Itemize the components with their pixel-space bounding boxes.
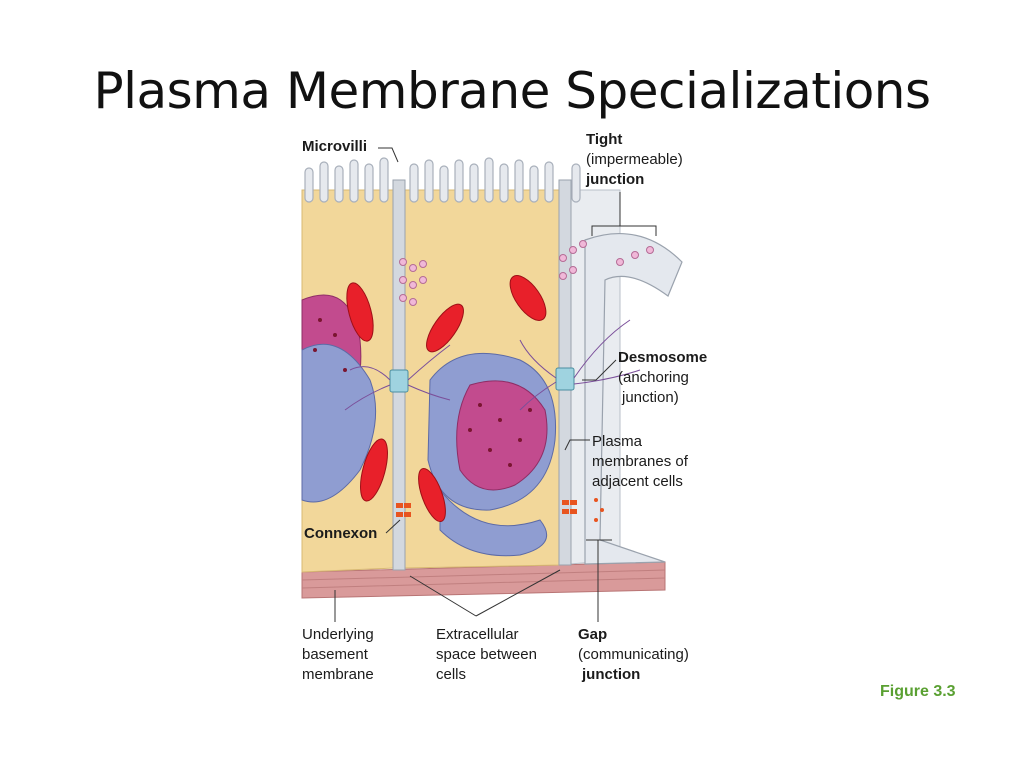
label-gap-line2: (communicating) [578, 646, 689, 663]
connexons [396, 498, 604, 522]
label-plasma-line2: membranes of [592, 453, 688, 470]
desmosome-filaments [344, 319, 641, 411]
label-connexon: Connexon [304, 525, 378, 542]
desmosomes [389, 367, 575, 393]
label-plasma-line1: Plasma [592, 433, 643, 450]
page-title: Plasma Membrane Specializations [93, 62, 931, 120]
label-microvilli: Microvilli [302, 138, 368, 155]
label-plasma-line3: adjacent cells [592, 473, 683, 490]
mitochondria [346, 275, 547, 523]
label-tight-line2: (impermeable) [586, 151, 683, 168]
figure-label: Figure 3.3 [880, 683, 956, 700]
label-gap-line3: junction [582, 666, 641, 683]
basement-stripes [301, 569, 666, 589]
label-desmosome-line3: junction) [622, 389, 679, 406]
label-desmosome-line1: Desmosome [618, 349, 708, 366]
microvilli [304, 157, 581, 203]
label-basement-line3: membrane [302, 666, 374, 683]
tight-junction-dots [399, 240, 654, 306]
label-desmosome-line2: (anchoring [618, 369, 689, 386]
label-extracellular-line1: Extracellular [436, 626, 519, 643]
label-basement-line1: Underlying [302, 626, 374, 643]
label-extracellular-line3: cells [436, 666, 467, 683]
membrane-cutaway [584, 233, 683, 565]
leader-lines [334, 147, 657, 622]
label-gap-line1: Gap [578, 626, 608, 643]
label-tight-line1: Tight [586, 131, 623, 148]
label-extracellular-line2: space between [436, 646, 537, 663]
nucleus-middle [427, 352, 557, 557]
nucleus-left [301, 294, 377, 503]
nucleus-dots [313, 318, 532, 467]
label-tight-line3: junction [586, 171, 645, 188]
label-basement-line2: basement [302, 646, 368, 663]
